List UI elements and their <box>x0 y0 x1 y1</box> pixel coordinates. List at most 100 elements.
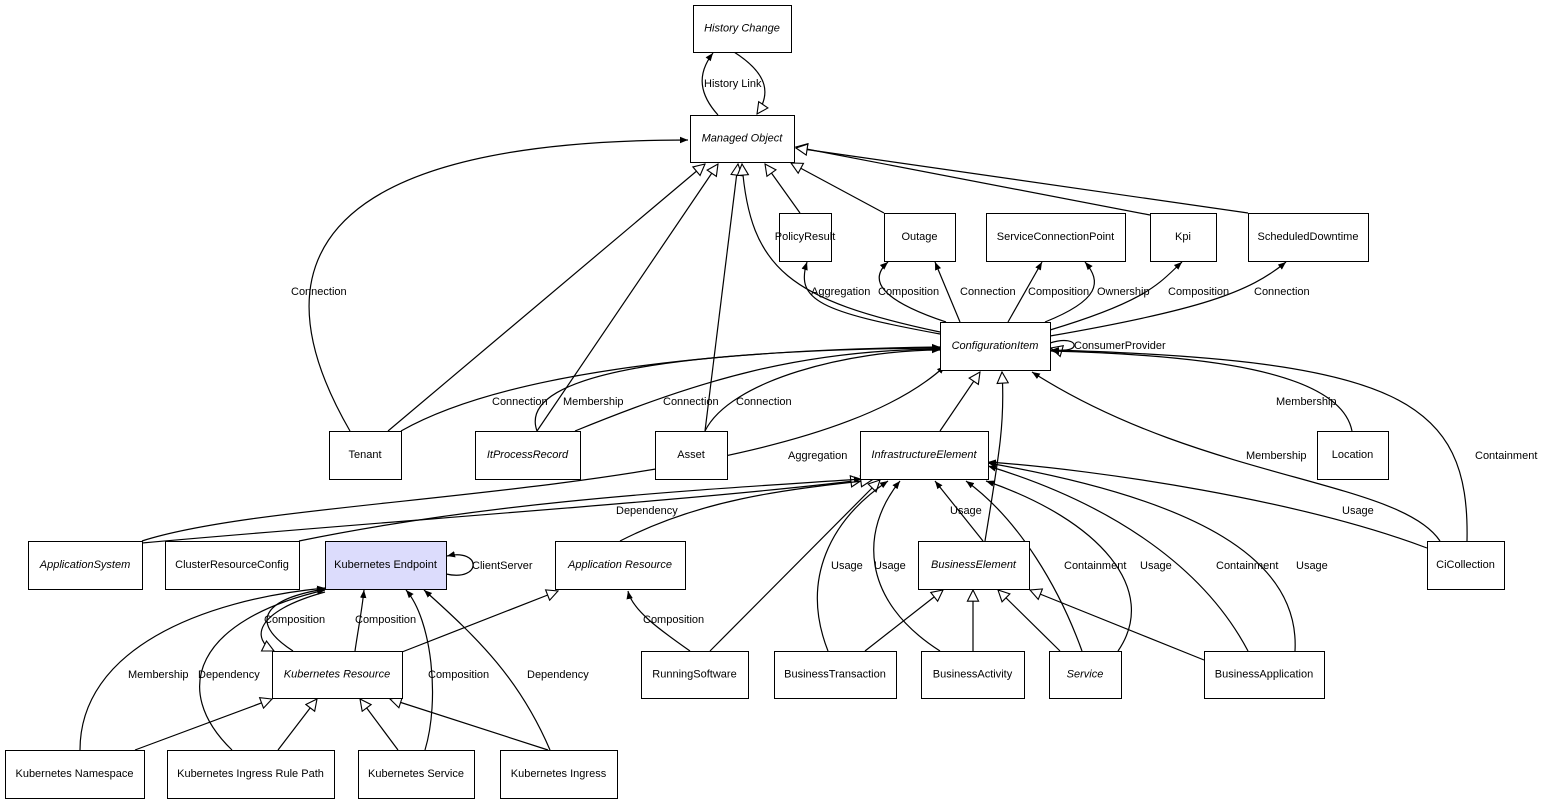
edge-businesstransaction-to-businesselement-generalization[interactable] <box>864 590 943 652</box>
node-box <box>774 651 897 699</box>
node-location[interactable]: Location <box>1317 431 1389 480</box>
edge-location-to-configurationitem-membership[interactable]: Membership <box>1050 348 1353 432</box>
edge-kubernetes-resource-to-kubernetes-endpoint-composition[interactable]: Composition <box>354 589 416 652</box>
edge-kubernetes-endpoint-to-kubernetes-endpoint-clientserver[interactable]: ClientServer <box>445 551 533 576</box>
edge-kubernetes-ingress-rule-path-to-kubernetes-resource-generalization[interactable] <box>277 699 317 751</box>
edge-cicollection-to-configurationitem-containment[interactable]: Containment <box>1050 347 1537 542</box>
edge-configurationitem-to-managed-object-generalization[interactable] <box>742 164 941 333</box>
node-serviceconnectionpoint[interactable]: ServiceConnectionPoint <box>986 213 1126 262</box>
node-kpi[interactable]: Kpi <box>1150 213 1217 262</box>
edge-kubernetes-endpoint-to-kubernetes-resource-generalization[interactable] <box>260 591 326 651</box>
node-asset[interactable]: Asset <box>655 431 728 480</box>
node-kubernetes-service[interactable]: Kubernetes Service <box>358 750 475 799</box>
edge-kubernetes-ingress-to-kubernetes-resource-generalization[interactable] <box>390 699 549 751</box>
node-applicationsystem[interactable]: ApplicationSystem <box>28 541 143 590</box>
edge-kubernetes-resource-to-kubernetes-endpoint-composition[interactable]: Composition <box>264 587 325 652</box>
node-label: History Change <box>704 22 780 34</box>
node-businesselement[interactable]: BusinessElement <box>918 541 1030 590</box>
edge-itprocessrecord-to-configurationitem-membership[interactable]: Membership <box>534 344 941 432</box>
edge-runningsoftware-to-infrastructureelement-generalization[interactable] <box>709 480 880 652</box>
generalization-arrow <box>360 699 399 751</box>
edge-configurationitem-to-policyresult-aggregation[interactable]: Aggregation <box>801 261 941 335</box>
node-service[interactable]: Service <box>1049 651 1122 699</box>
node-runningsoftware[interactable]: RunningSoftware <box>641 651 749 699</box>
node-cicollection[interactable]: CiCollection <box>1427 541 1505 590</box>
node-label: Outage <box>901 231 937 243</box>
edge-businesselement-to-infrastructureelement-usage[interactable]: Usage <box>934 480 984 542</box>
edge-cicollection-to-infrastructureelement-usage[interactable]: Usage <box>987 459 1428 549</box>
edge-configurationitem-to-outage-composition[interactable]: Composition <box>878 261 947 323</box>
node-kubernetes-resource[interactable]: Kubernetes Resource <box>272 651 403 699</box>
node-kubernetes-ingress[interactable]: Kubernetes Ingress <box>500 750 618 799</box>
node-kubernetes-ingress-rule-path[interactable]: Kubernetes Ingress Rule Path <box>167 750 335 799</box>
edge-kubernetes-ingress-to-kubernetes-endpoint-dependency[interactable]: Dependency <box>423 589 589 751</box>
node-businessactivity[interactable]: BusinessActivity <box>921 651 1025 699</box>
node-scheduleddowntime[interactable]: ScheduledDowntime <box>1248 213 1369 262</box>
generalization-arrow <box>387 164 705 432</box>
node-businesstransaction[interactable]: BusinessTransaction <box>774 651 897 699</box>
edge-tenant-to-managed-object-generalization[interactable] <box>387 164 705 432</box>
association-arrow <box>1049 261 1183 331</box>
node-tenant[interactable]: Tenant <box>329 431 402 480</box>
node-box <box>167 750 335 799</box>
edge-kubernetes-namespace-to-kubernetes-endpoint-membership[interactable]: Membership <box>79 585 326 751</box>
node-itprocessrecord[interactable]: ItProcessRecord <box>475 431 581 480</box>
edge-policyresult-to-managed-object-generalization[interactable] <box>765 164 801 214</box>
node-box <box>5 750 145 799</box>
edge-outage-to-managed-object-generalization[interactable] <box>791 163 885 214</box>
node-kubernetes-namespace[interactable]: Kubernetes Namespace <box>5 750 145 799</box>
edge-businessactivity-to-infrastructureelement-usage[interactable]: Usage <box>873 480 941 652</box>
edge-cicollection-to-configurationitem-membership[interactable]: Membership <box>1031 371 1441 542</box>
edge-service-to-infrastructureelement-containment[interactable]: Containment <box>965 480 1126 652</box>
edge-asset-to-configurationitem-connection[interactable]: Connection <box>704 346 941 432</box>
edge-infrastructureelement-to-configurationitem-generalization[interactable] <box>939 372 980 432</box>
node-policyresult[interactable]: PolicyResult <box>775 213 836 262</box>
node-history-change[interactable]: History Change <box>693 5 792 53</box>
edge-configurationitem-to-scheduleddowntime-connection[interactable]: Connection <box>1049 261 1310 337</box>
edge-configurationitem-to-outage-connection[interactable]: Connection <box>934 261 1016 323</box>
edge-clusterresourceconfig-to-infrastructureelement-dependency[interactable]: Dependency <box>298 476 863 542</box>
edge-kubernetes-namespace-to-kubernetes-resource-generalization[interactable] <box>134 699 272 751</box>
edge-label: Usage <box>874 560 906 572</box>
edge-applicationsystem-to-infrastructureelement-generalization[interactable] <box>141 480 862 544</box>
edge-label: Usage <box>1342 505 1374 517</box>
edge-itprocessrecord-to-managed-object-generalization[interactable] <box>536 164 718 432</box>
node-managed-object[interactable]: Managed Object <box>690 115 795 163</box>
edge-history-change-to-managed-object-generalization[interactable] <box>733 51 765 114</box>
edge-application-resource-to-infrastructureelement-generalization[interactable] <box>619 480 872 542</box>
edge-label: Connection <box>736 396 792 408</box>
edge-businesselement-to-configurationitem-generalization[interactable] <box>984 372 1003 542</box>
edge-asset-to-managed-object-generalization[interactable] <box>704 164 738 432</box>
edge-scheduleddowntime-to-managed-object-generalization[interactable] <box>796 148 1249 214</box>
edge-configurationitem-to-kpi-composition[interactable]: Composition <box>1049 261 1229 331</box>
edge-label: Usage <box>831 560 863 572</box>
edge-kubernetes-ingress-rule-path-to-kubernetes-endpoint-dependency[interactable]: Dependency <box>198 588 326 751</box>
edge-label: Usage <box>1140 560 1172 572</box>
edge-configurationitem-to-serviceconnectionpoint-ownership[interactable]: Ownership <box>1044 261 1150 323</box>
edge-kubernetes-service-to-kubernetes-resource-generalization[interactable] <box>360 699 399 751</box>
edge-tenant-to-configurationitem-connection[interactable]: Connection <box>400 343 941 432</box>
node-application-resource[interactable]: Application Resource <box>555 541 686 590</box>
edge-managed-object-to-history-change-history-link[interactable]: History Link <box>701 52 762 116</box>
edge-kubernetes-service-to-kubernetes-endpoint-composition[interactable]: Composition <box>405 589 489 751</box>
edge-businesstransaction-to-infrastructureelement-usage[interactable]: Usage <box>816 480 889 652</box>
node-configurationitem[interactable]: ConfigurationItem <box>940 322 1051 371</box>
edge-businessapplication-to-businesselement-generalization[interactable] <box>1030 590 1205 661</box>
node-infrastructureelement[interactable]: InfrastructureElement <box>860 431 989 480</box>
edge-runningsoftware-to-application-resource-composition[interactable]: Composition <box>626 590 704 652</box>
edge-businessapplication-to-infrastructureelement-containment[interactable]: Containment <box>987 465 1278 652</box>
node-label: BusinessActivity <box>933 668 1013 680</box>
edge-tenant-to-managed-object-connection[interactable]: Connection <box>291 136 689 432</box>
edge-businessapplication-to-infrastructureelement-usage[interactable]: Usage <box>987 461 1328 652</box>
edge-kpi-to-managed-object-generalization[interactable] <box>796 147 1151 216</box>
edge-applicationsystem-to-configurationitem-aggregation[interactable]: Aggregation <box>141 365 946 542</box>
node-kubernetes-endpoint[interactable]: Kubernetes Endpoint <box>325 541 447 590</box>
node-outage[interactable]: Outage <box>884 213 956 262</box>
edge-itprocessrecord-to-configurationitem-connection[interactable]: Connection <box>574 345 941 432</box>
node-label: Kpi <box>1175 231 1191 243</box>
edge-service-to-businesselement-generalization[interactable] <box>998 590 1061 652</box>
edge-service-to-infrastructureelement-usage[interactable]: Usage <box>985 480 1172 652</box>
edge-configurationitem-to-serviceconnectionpoint-composition[interactable]: Composition <box>1007 261 1089 323</box>
node-clusterresourceconfig[interactable]: ClusterResourceConfig <box>165 541 300 590</box>
node-businessapplication[interactable]: BusinessApplication <box>1204 651 1325 699</box>
